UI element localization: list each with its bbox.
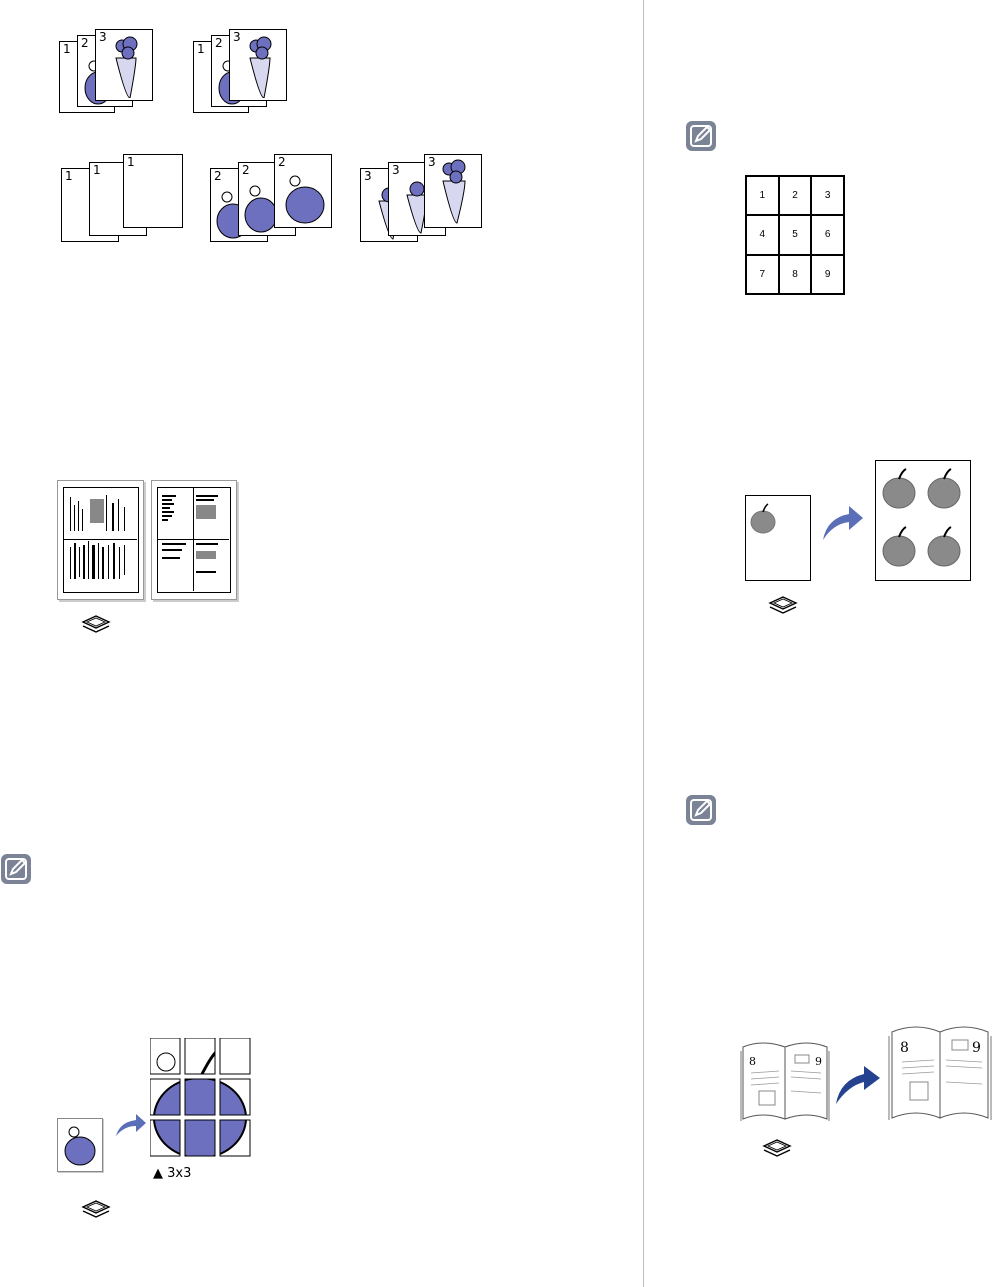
open-book-large: 8 9 (888, 1026, 992, 1120)
carrot-illustration (442, 159, 466, 224)
note-pencil-icon (686, 121, 716, 151)
copy-stack-icon (762, 1139, 792, 1157)
copy-stack-icon (768, 596, 798, 614)
page-number: 1 (93, 163, 101, 177)
poster-tiles (149, 1037, 252, 1160)
page-order-grid: 1 2 3 4 5 6 7 8 9 (745, 175, 845, 295)
grid-cell: 2 (778, 176, 812, 216)
grid-cell: 9 (811, 254, 844, 294)
page-number: 2 (278, 155, 286, 169)
note-pencil-icon (1, 854, 31, 884)
clone-result-page (875, 460, 971, 581)
grid-cell: 7 (746, 254, 779, 294)
apple-illustration (750, 503, 776, 534)
svg-text:9: 9 (972, 1040, 981, 1056)
id-card-barcode-graphic (70, 495, 125, 579)
svg-text:8: 8 (900, 1040, 909, 1056)
page-number: 3 (233, 30, 241, 44)
grid-cell: 4 (746, 215, 779, 255)
carrot-illustration (115, 36, 138, 98)
note-pencil-icon (686, 795, 716, 825)
page-number: 3 (364, 169, 372, 183)
page-sheet: 2 (274, 154, 332, 228)
page-number: 1 (63, 42, 71, 56)
curved-arrow-icon (116, 1114, 146, 1136)
page-sheet: 1 (123, 154, 183, 228)
page-number: 2 (215, 36, 223, 50)
open-book-small: 8 9 (740, 1042, 830, 1121)
clone-source-page (745, 495, 811, 581)
collated-stack-2: 1 2 3 (193, 29, 289, 115)
page-number: 2 (81, 36, 89, 50)
id-card-front-sheet (57, 480, 144, 600)
apple-illustration (285, 175, 325, 224)
page-number: 3 (99, 30, 107, 44)
poster-caption: ▲ 3x3 (153, 1166, 192, 1181)
page-sheet: 3 (95, 29, 153, 101)
carrot-illustration (249, 36, 272, 98)
curved-arrow-icon (836, 1066, 880, 1104)
grid-cell: 6 (811, 215, 844, 255)
poster-source-page (57, 1118, 103, 1172)
svg-text:9: 9 (815, 1055, 822, 1068)
id-copy-illustration (57, 480, 237, 600)
svg-text:8: 8 (749, 1055, 756, 1068)
uncollated-stack-3: 3 3 3 (360, 154, 484, 244)
copy-stack-icon (81, 1200, 111, 1218)
curved-arrow-icon (823, 506, 863, 540)
page-number: 3 (392, 163, 400, 177)
page-sheet: 3 (229, 29, 287, 101)
grid-cell: 8 (778, 254, 812, 294)
page-number: 2 (214, 169, 222, 183)
page-number: 1 (65, 169, 73, 183)
grid-cell: 5 (778, 215, 812, 255)
poster-apple-graphic (149, 1037, 251, 1157)
copy-stack-icon (81, 615, 111, 633)
page-number: 1 (197, 42, 205, 56)
page-number: 2 (242, 163, 250, 177)
id-card-text-graphic (162, 495, 218, 573)
page-number: 1 (127, 155, 135, 169)
page-sheet: 3 (424, 154, 482, 228)
apple-illustration (64, 1126, 96, 1166)
id-card-back-sheet (151, 480, 237, 600)
grid-cell: 1 (746, 176, 779, 216)
uncollated-stack-1: 1 1 1 (61, 154, 185, 244)
collated-stack-1: 1 2 3 (59, 29, 155, 115)
uncollated-stack-2: 2 2 2 (210, 154, 334, 244)
apple-grid-graphic (882, 468, 961, 567)
page-number: 3 (428, 155, 436, 169)
column-divider (643, 0, 644, 1287)
grid-cell: 3 (811, 176, 844, 216)
